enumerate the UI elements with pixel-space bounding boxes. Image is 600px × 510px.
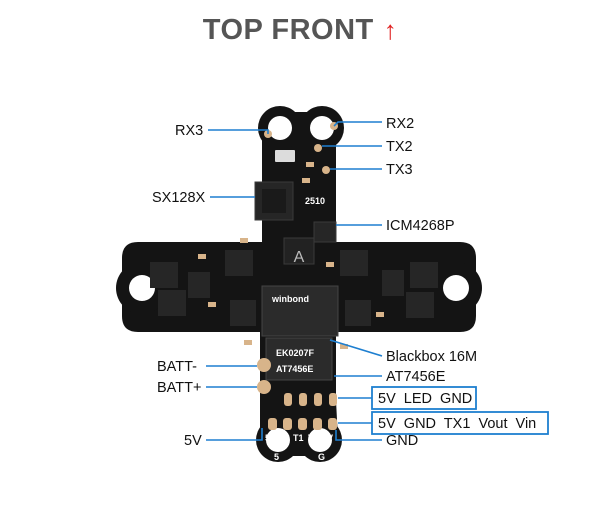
- pad-uart-vout: [313, 418, 322, 430]
- mount-hole-left: [129, 275, 155, 301]
- line-5v: [206, 428, 263, 441]
- label-tx2: TX2: [386, 139, 413, 155]
- silk-5v: 5V: [265, 433, 276, 443]
- components: A winbond EK0207F AT7456E 2510: [150, 150, 438, 381]
- icm-gyro-chip: [313, 221, 337, 243]
- led-row-box: [371, 386, 477, 410]
- pad-batt-plus: [257, 380, 271, 394]
- osd-lot-text: EK0207F: [276, 348, 315, 358]
- line-rx2: [333, 121, 382, 127]
- label-uart-row: 5V GND TX1 Vout Vin: [378, 416, 536, 432]
- flash-brand-text: winbond: [271, 294, 309, 304]
- leader-lines: [206, 121, 383, 441]
- fet-right-2: [345, 300, 371, 326]
- mount-hole-top-right: [310, 116, 334, 140]
- silk-v: V: [327, 433, 333, 443]
- pad-led-gnd: [314, 393, 322, 406]
- title-text: TOP FRONT: [202, 14, 374, 46]
- fet-right-4: [410, 262, 438, 288]
- silk-bottom-5: 5: [274, 452, 279, 462]
- pad-uart-gnd: [283, 418, 292, 430]
- pad-tx2: [314, 144, 322, 152]
- label-sx128x: SX128X: [152, 190, 206, 206]
- line-gnd: [335, 430, 382, 441]
- label-batt-minus: BATT-: [157, 359, 197, 375]
- board-code-text: 2510: [305, 196, 325, 206]
- label-icm: ICM4268P: [386, 218, 455, 234]
- page-title: TOP FRONT ↑: [0, 14, 600, 47]
- fet-left-4: [225, 250, 253, 276]
- fet-left-5: [230, 300, 256, 326]
- mount-hole-bottom-right: [308, 428, 332, 452]
- crystal: [275, 150, 295, 162]
- label-rx3: RX3: [175, 123, 203, 139]
- svg-text:A: A: [294, 249, 305, 266]
- label-5v: 5V: [184, 433, 202, 449]
- label-blackbox: Blackbox 16M: [386, 349, 477, 365]
- silk-g: G: [283, 433, 290, 443]
- label-tx3: TX3: [386, 162, 413, 178]
- pad-tx3: [322, 166, 330, 174]
- label-rx2: RX2: [386, 116, 414, 132]
- silk-plus: +: [250, 395, 255, 405]
- silk-vo: Vo: [308, 433, 319, 443]
- pad-led-extra: [329, 393, 337, 406]
- pad-uart-vin: [328, 418, 337, 430]
- fet-right-3: [382, 270, 404, 296]
- up-arrow-icon: ↑: [383, 15, 398, 45]
- fet-left-1: [150, 262, 178, 288]
- line-rx3: [208, 129, 269, 134]
- label-batt-plus: BATT+: [157, 380, 201, 396]
- fet-right-5: [406, 292, 434, 318]
- label-at7456e: AT7456E: [386, 369, 446, 385]
- mount-hole-right: [443, 275, 469, 301]
- mcu-chip: [283, 237, 315, 265]
- fet-left-2: [158, 290, 186, 316]
- silk-bottom-g: G: [318, 452, 325, 462]
- mount-hole-top-left: [268, 116, 292, 140]
- labels: RX3 SX128X BATT- BATT+ 5V RX2 TX2 TX3 IC…: [152, 116, 536, 449]
- pad-uart-5v: [268, 418, 277, 430]
- blackbox-flash-chip: [261, 285, 339, 337]
- label-gnd: GND: [386, 433, 418, 449]
- pad-uart-tx1: [298, 418, 307, 430]
- silk-minus: -: [250, 345, 253, 355]
- pad-led-led: [299, 393, 307, 406]
- pad-led-5v: [284, 393, 292, 406]
- fet-left-3: [188, 272, 210, 298]
- fet-right-1: [340, 250, 368, 276]
- solder-pads: - + 5V G T1 Vo V 5 G: [250, 122, 338, 462]
- pad-batt-minus: [257, 358, 271, 372]
- silk-t1: T1: [293, 433, 304, 443]
- label-led-row: 5V LED GND: [378, 391, 472, 407]
- uart-row-box: [371, 411, 549, 435]
- mount-hole-bottom-left: [266, 428, 290, 452]
- line-blackbox: [329, 339, 383, 357]
- osd-code-text: AT7456E: [276, 364, 313, 374]
